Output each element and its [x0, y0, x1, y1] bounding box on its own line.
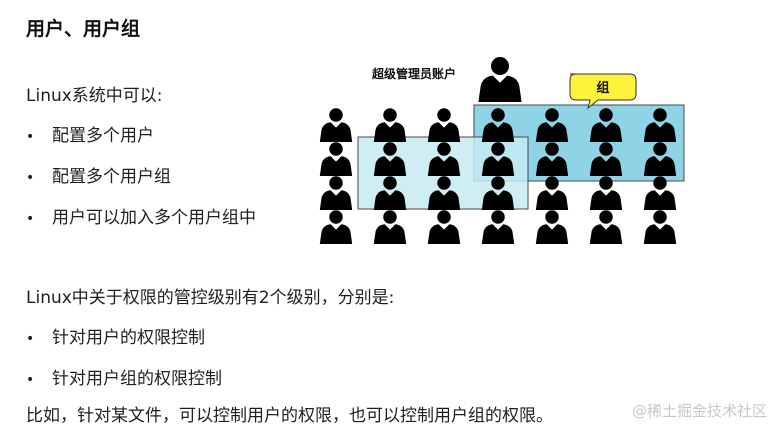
bullet-dot-icon: • — [26, 211, 35, 227]
user-icon — [589, 210, 623, 244]
bullet-item: • 针对用户组的权限控制 — [26, 367, 222, 392]
user-icon — [535, 210, 569, 244]
bullet-dot-icon: • — [26, 372, 35, 388]
user-icon — [427, 108, 461, 142]
levels-text: Linux中关于权限的管控级别有2个级别，分别是: — [26, 288, 395, 308]
bullet-item: • 针对用户的权限控制 — [26, 326, 205, 351]
bullet-text: 配置多个用户 — [52, 126, 154, 146]
user-icon — [319, 176, 353, 210]
user-icon — [319, 210, 353, 244]
user-icon — [373, 210, 407, 244]
intro-text: Linux系统中可以: — [26, 86, 163, 106]
bullet-item: • 用户可以加入多个用户组中 — [26, 206, 256, 231]
section-title: 用户、用户组 — [26, 18, 141, 40]
bullet-text: 配置多个用户组 — [52, 167, 171, 187]
bullet-dot-icon: • — [26, 129, 35, 145]
user-icon — [319, 142, 353, 176]
group-label: 组 — [596, 80, 609, 96]
user-icon — [481, 210, 515, 244]
example-text: 比如，针对某文件，可以控制用户的权限，也可以控制用户组的权限。 — [26, 406, 553, 426]
watermark: @稀土掘金技术社区 — [631, 402, 767, 420]
bullet-text: 针对用户的权限控制 — [52, 328, 205, 348]
users-groups-figure: 组 超级管理员账户 — [312, 50, 692, 245]
bullet-item: • 配置多个用户 — [26, 124, 154, 149]
user-icon — [643, 210, 677, 244]
admin-user-icon — [478, 57, 522, 102]
bullet-item: • 配置多个用户组 — [26, 165, 171, 190]
bullet-dot-icon: • — [26, 170, 35, 186]
users-groups-diagram: 组 超级管理员账户 — [319, 57, 685, 244]
group-callout — [569, 73, 637, 110]
user-icon — [319, 108, 353, 142]
bullet-text: 用户可以加入多个用户组中 — [52, 208, 256, 228]
user-icon — [373, 108, 407, 142]
user-icon — [427, 210, 461, 244]
bullet-text: 针对用户组的权限控制 — [52, 369, 222, 389]
bullet-dot-icon: • — [26, 331, 35, 347]
admin-label: 超级管理员账户 — [371, 66, 456, 81]
